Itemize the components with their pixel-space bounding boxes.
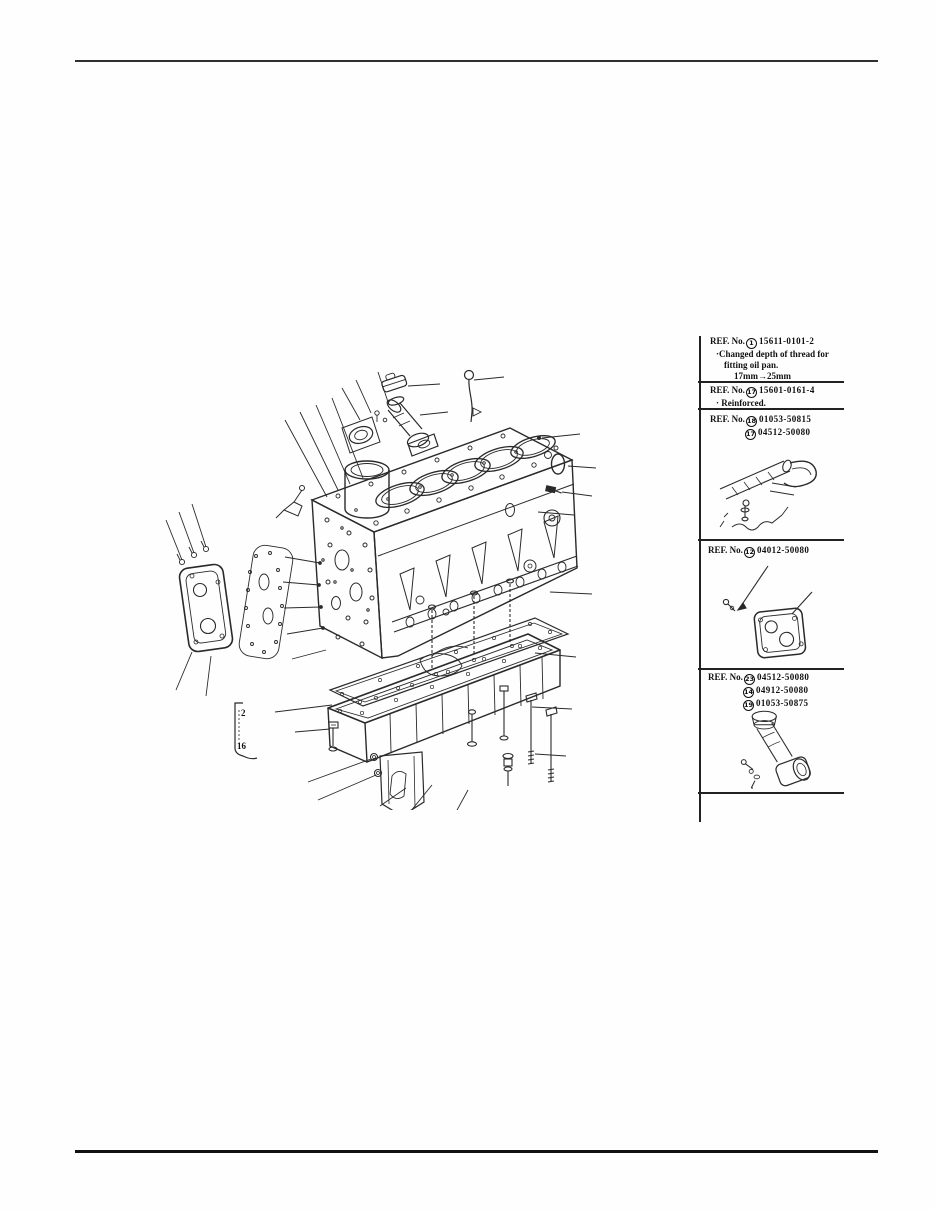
oil-filler-tube-illustration [740, 710, 811, 790]
sump-bracket [379, 751, 425, 810]
washers [369, 752, 383, 778]
ref-panel-divider-4 [698, 668, 844, 670]
oil-pan [327, 633, 561, 810]
ref-panel-divider-5 [698, 792, 844, 794]
ref-note: 17mm→25mm [734, 371, 791, 381]
cylinder-liner [344, 460, 390, 519]
filler-cap [381, 372, 408, 393]
header-rule [75, 60, 878, 62]
part-number: 15601-0161-4 [758, 385, 815, 395]
cover-gasket [238, 544, 294, 660]
ref-panel-border [699, 336, 701, 822]
ref-prefix: REF. No. [710, 414, 745, 424]
ref-panel-divider-2 [698, 408, 844, 410]
ref-panel-divider-1 [698, 381, 844, 383]
part-number: 04012-50080 [756, 545, 810, 555]
nut-washer-stack [502, 752, 514, 786]
front-face-openings [321, 517, 375, 647]
filler-tube [386, 399, 439, 457]
oil-pan-baffle [419, 653, 463, 677]
part-number: 04512-50080 [758, 427, 811, 437]
ref-index-circle: 1 [745, 338, 757, 349]
filler-washer [387, 396, 405, 406]
oil-filler-tube-assembly [341, 372, 439, 457]
callout-label-2: 2 [241, 708, 246, 718]
side-bolt [545, 485, 562, 494]
long-bolt-b [545, 706, 558, 783]
ref-note: ·Changed depth of thread for [716, 349, 829, 359]
oil-level-gauge-dipstick [463, 369, 483, 423]
small-bolt [466, 709, 478, 747]
block-top-deck [310, 427, 574, 533]
cover-plate [178, 563, 234, 653]
side-face-details [377, 483, 579, 633]
breather-adapter [341, 410, 388, 454]
ref-index-circle: 12 [743, 547, 755, 558]
ref-index-circle: 14 [743, 687, 754, 698]
ref-index-circle: 18 [745, 416, 757, 427]
part-number: 04512-50080 [756, 672, 810, 682]
fasteners [328, 453, 566, 786]
pipe-clamp-assembly-illustration [719, 459, 817, 531]
front-cover-assembly [176, 540, 294, 660]
ref-index-circle: 23 [743, 674, 755, 685]
ref-prefix: REF. No. [710, 336, 745, 346]
block-front-face [311, 498, 383, 660]
ref-index-circle: 17 [745, 387, 757, 398]
deck-bolt-holes [335, 433, 559, 526]
pan-studs [427, 578, 515, 668]
footer-rule [75, 1150, 878, 1153]
oil-pan-rim-holes [337, 643, 543, 716]
part-number: 04912-50080 [756, 685, 809, 695]
ref-index-circle: 19 [743, 700, 754, 711]
ref-note: fitting oil pan. [724, 360, 779, 370]
stud-with-washer [499, 685, 509, 741]
ref-prefix: REF. No. [708, 672, 743, 682]
part-number: 01053-50875 [756, 698, 809, 708]
engine-block-exploded-diagram: 2 16 [165, 369, 597, 810]
drain-plug [328, 721, 339, 752]
ref-prefix: REF. No. [710, 385, 745, 395]
o-ring [550, 453, 566, 475]
long-bolt-a [525, 692, 538, 765]
cover-plate-illustration [722, 565, 813, 659]
part-number: 15611-0101-2 [758, 336, 815, 346]
item-2-16-bracket: 2 16 [234, 702, 258, 760]
clamp-bracket [275, 485, 305, 519]
ref-index-circle: 17 [745, 429, 756, 440]
oil-pan-ribs [389, 656, 544, 753]
cylinder-block [310, 427, 579, 660]
block-side-face [373, 459, 578, 659]
ref-panel-divider-3 [698, 539, 844, 541]
ref-note: · Reinforced. [716, 398, 766, 408]
cylinder-bores [375, 435, 556, 509]
cover-bolts [176, 540, 210, 566]
part-number: 01053-50815 [758, 414, 812, 424]
ref-prefix: REF. No. [708, 545, 743, 555]
callout-label-16: 16 [237, 741, 247, 751]
